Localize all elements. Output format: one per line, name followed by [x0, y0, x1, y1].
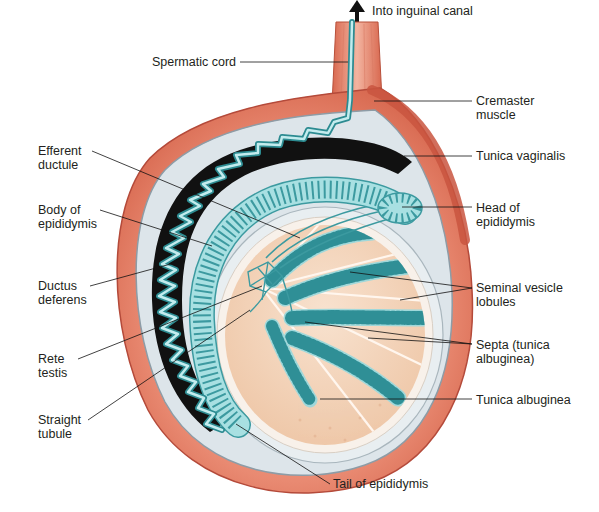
leader-line	[88, 310, 250, 420]
part-label: Tunica vaginalis	[476, 149, 596, 163]
tunica-vaginalis	[136, 110, 452, 475]
septa	[262, 212, 440, 440]
leader-line	[368, 338, 472, 344]
testis-dots	[299, 404, 382, 442]
part-label: Efferent ductule	[38, 144, 100, 172]
efferent-ductules	[266, 204, 392, 268]
direction-arrow-head	[349, 0, 365, 12]
part-label: Septa (tunica albuginea)	[476, 338, 562, 366]
leader-lines	[78, 62, 472, 484]
leader-line	[305, 322, 472, 344]
leader-line	[404, 156, 472, 157]
ductus-deferens	[159, 22, 352, 430]
part-label: Straight tubule	[38, 413, 94, 441]
part-label: Body of epididymis	[38, 203, 104, 231]
part-label: Tunica albuginea	[476, 393, 596, 407]
part-label: Rete testis	[38, 352, 82, 380]
leader-line	[400, 288, 472, 300]
leader-line	[350, 272, 472, 288]
leader-line	[374, 101, 472, 102]
part-label: Spermatic cord	[130, 55, 236, 69]
epididymis-head	[378, 193, 422, 223]
leader-line	[78, 286, 262, 359]
testis	[225, 225, 425, 445]
part-label: Tail of epididymis	[333, 477, 463, 491]
leader-line	[100, 210, 212, 246]
epididymis-coils	[202, 190, 405, 425]
epididymis-head-coils	[383, 198, 417, 218]
leader-line	[236, 424, 330, 484]
epididymis-outline	[202, 190, 405, 425]
part-label: Ductus deferens	[38, 279, 94, 307]
straight-tubules	[250, 276, 292, 312]
direction-label: Into inguinal canal	[372, 4, 522, 18]
epididymis	[202, 190, 405, 425]
ductus-deferens-outline	[159, 22, 352, 430]
testis-interior	[262, 212, 440, 442]
part-label: Cremaster muscle	[476, 94, 546, 122]
part-label: Seminal vesicle lobules	[476, 281, 576, 309]
leader-line	[90, 262, 178, 286]
leader-line	[320, 399, 472, 400]
leader-line	[240, 62, 348, 63]
leader-line	[92, 151, 300, 238]
leader-line	[402, 207, 472, 208]
tunica-albuginea	[217, 217, 433, 453]
part-label: Head of epididymis	[476, 201, 548, 229]
